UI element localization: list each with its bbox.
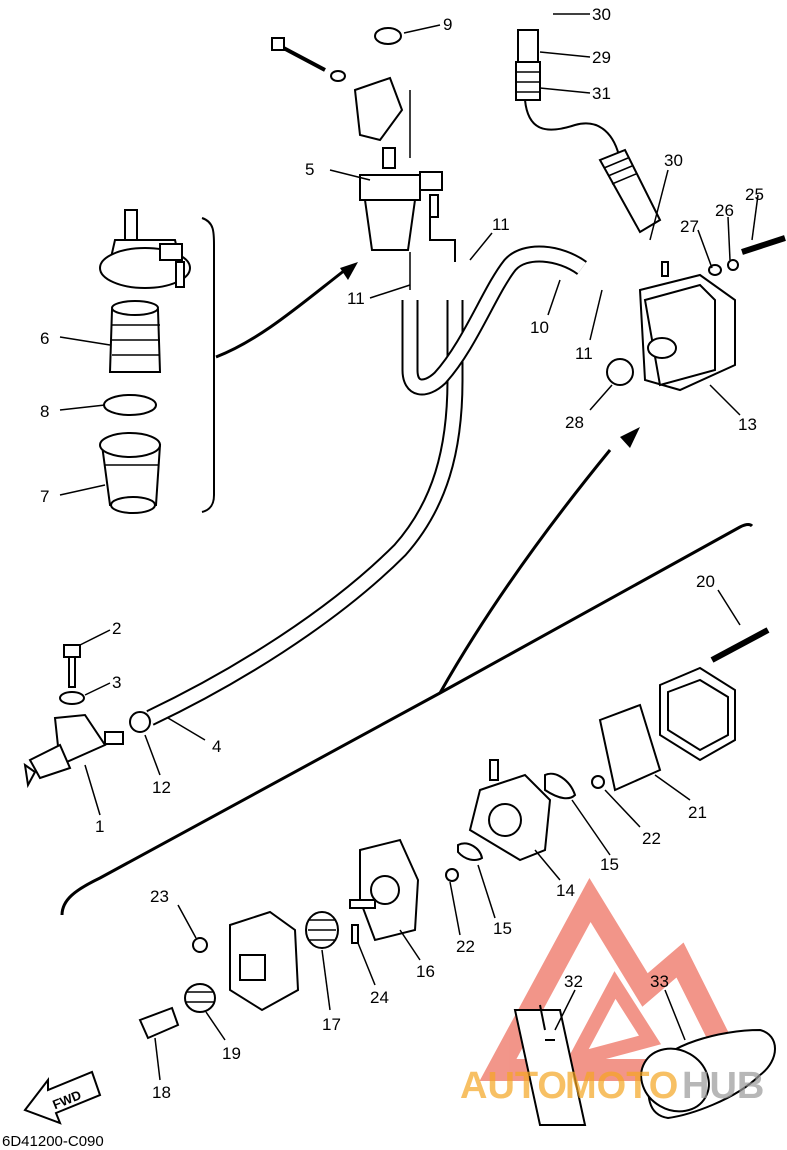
fuel-hose-10 [401, 245, 587, 396]
callout-32: 32 [564, 972, 583, 991]
fuel-hose-4 [146, 300, 464, 726]
callout-30-top: 30 [592, 5, 611, 24]
svg-text:MOTO: MOTO [565, 1065, 678, 1107]
callout-27: 27 [680, 217, 699, 236]
callout-21: 21 [688, 803, 707, 822]
fuel-connector-1 [23, 644, 124, 789]
arrowheads [340, 262, 640, 448]
callout-22-b: 22 [456, 937, 475, 956]
hose-clip-12 [129, 711, 151, 733]
o-ring-8 [103, 394, 157, 416]
gasket-21 [598, 703, 662, 792]
washer-3 [59, 691, 85, 705]
nut-23 [192, 937, 208, 953]
callout-10: 10 [530, 318, 549, 337]
callout-17: 17 [322, 1015, 341, 1034]
callout-19: 19 [222, 1044, 241, 1063]
callout-6: 6 [40, 329, 49, 348]
filter-element-6 [108, 309, 162, 373]
fuel-pump-13 [606, 235, 786, 392]
callout-15-a: 15 [600, 855, 619, 874]
plunger-18 [138, 1006, 180, 1040]
callout-4: 4 [212, 737, 221, 756]
callout-8: 8 [40, 402, 49, 421]
callout-16: 16 [416, 962, 435, 981]
spring-19 [184, 983, 216, 1013]
nut-9 [374, 27, 402, 45]
diagram-code: 6D41200-C090 [2, 1133, 104, 1150]
callout-14: 14 [556, 881, 575, 900]
callout-25: 25 [745, 185, 764, 204]
callout-9: 9 [443, 15, 452, 34]
callout-31: 31 [592, 84, 611, 103]
watermark-text: AUTO MOTO HUB [460, 1065, 764, 1107]
fuel-filter-assembly-5 [359, 147, 456, 290]
mounting-bolt-and-bracket [271, 27, 411, 158]
svg-text:AUTO: AUTO [460, 1065, 567, 1107]
callout-26: 26 [715, 201, 734, 220]
callout-30-mid: 30 [664, 151, 683, 170]
primer-hose-29 [515, 29, 662, 234]
callout-28: 28 [565, 413, 584, 432]
o-ring-28 [606, 358, 634, 386]
callout-11-c: 11 [575, 344, 593, 363]
callout-24: 24 [370, 988, 389, 1007]
svg-text:HUB: HUB [682, 1065, 764, 1107]
callout-18: 18 [152, 1083, 171, 1102]
callout-20: 20 [696, 572, 715, 591]
callout-22-a: 22 [642, 829, 661, 848]
callout-labels: 30 9 29 31 5 30 25 26 27 11 11 10 11 6 2… [40, 5, 764, 1102]
callout-13: 13 [738, 415, 757, 434]
callout-11-a: 11 [492, 215, 510, 234]
fuel-filter-exploded-parts [99, 209, 191, 514]
callout-29: 29 [592, 48, 611, 67]
callout-11-b: 11 [347, 289, 365, 308]
callout-2: 2 [112, 619, 121, 638]
fuel-pump-lower-assembly [138, 627, 770, 1040]
leader-lines [59, 13, 759, 1081]
callout-33: 33 [650, 972, 669, 991]
callout-3: 3 [112, 673, 121, 692]
callout-7: 7 [40, 487, 49, 506]
callout-1: 1 [95, 817, 104, 836]
callout-23: 23 [150, 887, 169, 906]
gasket-kit-32 [513, 1009, 587, 1126]
section-separators [60, 217, 754, 916]
callout-15-b: 15 [493, 919, 512, 938]
callout-12: 12 [152, 778, 171, 797]
forward-direction-arrow: FWD [23, 1070, 102, 1125]
callout-5: 5 [305, 160, 314, 179]
gasket-kit-32-33 [513, 1004, 776, 1126]
